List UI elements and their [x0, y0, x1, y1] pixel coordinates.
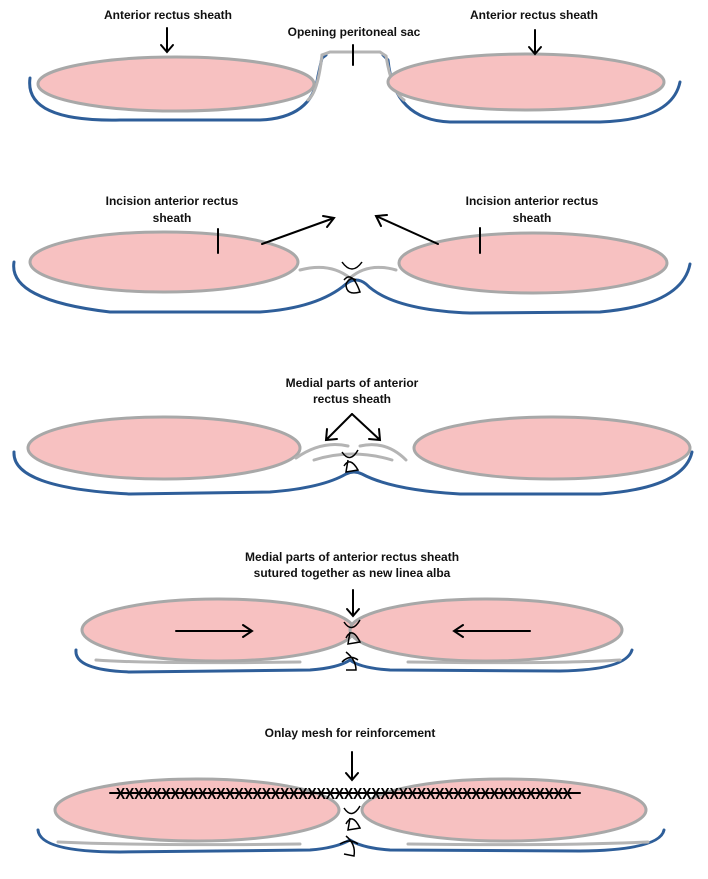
arrow-retract-left — [261, 215, 336, 245]
posterior-fascia-line-4 — [74, 648, 634, 674]
arrow-new-linea-alba — [346, 589, 360, 618]
left-rectus-muscle — [36, 55, 316, 113]
left-rectus-muscle-2 — [28, 230, 300, 294]
suture-knot-3 — [341, 449, 360, 473]
label-medial-parts-line-2: rectus sheath — [313, 392, 391, 406]
left-rectus-muscle-3 — [26, 415, 302, 481]
arrow-push-left — [452, 624, 531, 638]
onlay-mesh-crosses: XXXXXXXXXXXXXXXXXXXXXXXXXXXXXXXXXXXXXXXX… — [116, 786, 572, 803]
arrow-medial-right — [351, 413, 382, 442]
right-rectus-muscle-5 — [360, 777, 648, 843]
label-incision-left-line-1: Incision anterior rectus — [106, 194, 239, 208]
label-onlay-mesh: Onlay mesh for reinforcement — [265, 726, 436, 740]
posterior-fascia-line-3 — [12, 450, 694, 496]
panel-3: Medial parts of anterior rectus sheath — [12, 376, 694, 496]
label-opening-peritoneal-sac: Opening peritoneal sac — [288, 25, 421, 39]
panel-5: XXXXXXXXXXXXXXXXXXXXXXXXXXXXXXXXXXXXXXXX… — [36, 726, 666, 857]
suture-knot-5-lower — [339, 835, 359, 857]
suture-knot-2 — [341, 261, 363, 294]
arrow-mesh — [345, 751, 359, 782]
label-medial-parts-line-1: Medial parts of anterior — [286, 376, 419, 390]
right-rectus-muscle-3 — [412, 415, 692, 481]
medial-sheath-left — [294, 443, 350, 460]
suture-knot-4-upper — [343, 619, 362, 645]
inner-fascia-line-5 — [56, 840, 650, 847]
suture-knot-4-lower — [341, 651, 359, 671]
suture-knot-5-upper — [343, 805, 362, 831]
arrow-retract-right — [374, 214, 439, 245]
panel-4: Medial parts of anterior rectus sheath s… — [74, 550, 634, 674]
panel-2: Incision anterior rectus sheath Incision… — [12, 194, 692, 315]
medial-sheath-right — [358, 443, 408, 462]
arrow-right-sheath — [528, 29, 542, 56]
medial-sheath-inner — [312, 452, 394, 462]
inner-fascia-line-2 — [298, 265, 398, 280]
label-anterior-rectus-sheath-right: Anterior rectus sheath — [470, 8, 598, 22]
label-sutured-line-1: Medial parts of anterior rectus sheath — [245, 550, 459, 564]
label-anterior-rectus-sheath-left: Anterior rectus sheath — [104, 8, 232, 22]
arrow-push-right — [175, 624, 254, 638]
inner-fascia-line-4 — [94, 658, 622, 665]
right-rectus-muscle-2 — [397, 231, 669, 295]
label-sutured-line-2: sutured together as new linea alba — [254, 566, 451, 580]
left-rectus-muscle-5 — [53, 777, 341, 843]
arrow-medial-left — [324, 413, 353, 442]
right-rectus-muscle — [386, 52, 666, 112]
label-incision-right-line-1: Incision anterior rectus — [466, 194, 599, 208]
label-incision-right-line-2: sheath — [513, 211, 552, 225]
label-incision-left-line-2: sheath — [153, 211, 192, 225]
panel-1: Anterior rectus sheath Opening peritonea… — [28, 8, 682, 124]
arrow-left-sheath — [160, 27, 174, 54]
